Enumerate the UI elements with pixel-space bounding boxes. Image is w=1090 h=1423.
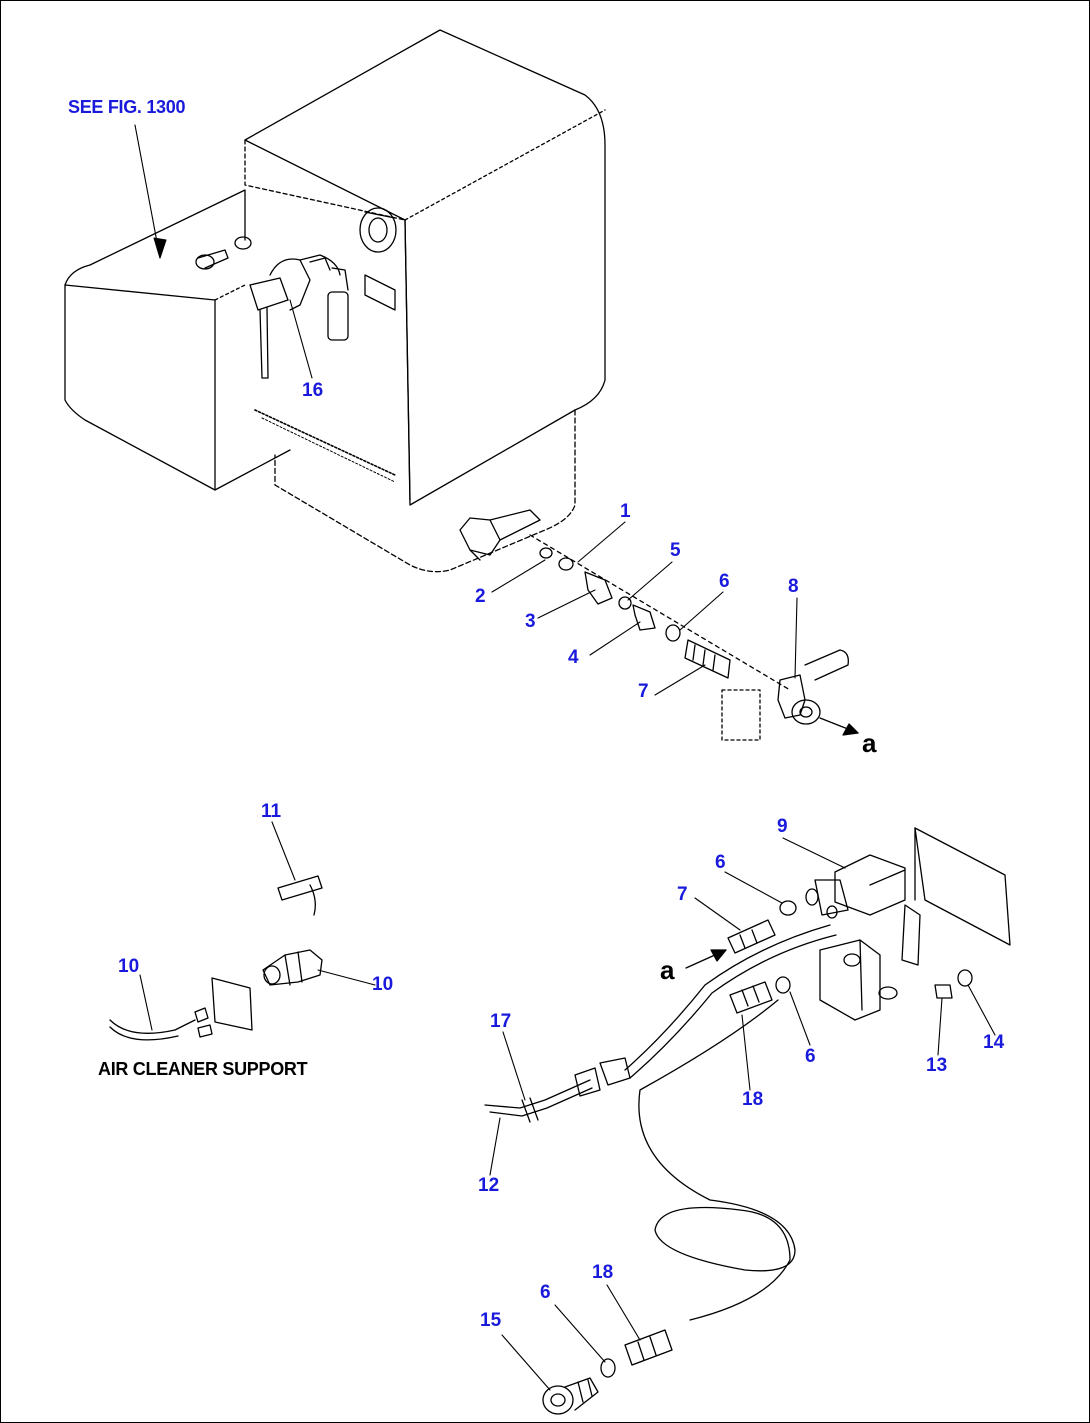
callout-3[interactable]: 3	[525, 611, 536, 632]
callout-6-mid-upper[interactable]: 6	[715, 852, 726, 873]
callout-5[interactable]: 5	[670, 540, 681, 561]
see-figure-reference[interactable]: SEE FIG. 1300	[68, 97, 186, 117]
callout-10-right[interactable]: 10	[372, 974, 394, 995]
air-cleaner-support	[109, 875, 323, 1041]
callout-7-lower[interactable]: 7	[677, 884, 688, 905]
callout-9[interactable]: 9	[777, 816, 788, 837]
callout-2[interactable]: 2	[475, 586, 486, 607]
callout-18-bottom[interactable]: 18	[592, 1262, 614, 1283]
callout-16[interactable]: 16	[302, 380, 324, 401]
connection-mark-a-upper: a	[862, 728, 877, 758]
callout-11[interactable]: 11	[261, 801, 282, 822]
callout-4[interactable]: 4	[568, 647, 579, 668]
callout-14[interactable]: 14	[983, 1032, 1005, 1053]
callout-17[interactable]: 17	[490, 1011, 512, 1032]
callout-6-bottom[interactable]: 6	[540, 1282, 551, 1303]
callout-6-mid-lower[interactable]: 6	[805, 1046, 816, 1067]
callout-1[interactable]: 1	[620, 501, 631, 522]
valve-assembly	[484, 827, 1011, 1415]
callout-15[interactable]: 15	[480, 1310, 502, 1331]
callout-18-mid[interactable]: 18	[742, 1089, 764, 1110]
tank-assembly	[64, 29, 606, 573]
air-cleaner-support-caption: AIR CLEANER SUPPORT	[98, 1059, 308, 1079]
callout-6-upper[interactable]: 6	[719, 571, 730, 592]
connection-mark-a-lower: a	[660, 955, 675, 985]
callout-13[interactable]: 13	[926, 1055, 948, 1076]
callout-12[interactable]: 12	[478, 1175, 500, 1196]
callout-10-left[interactable]: 10	[118, 956, 140, 977]
leader-lines	[134, 124, 996, 1391]
callout-7-upper[interactable]: 7	[638, 681, 649, 702]
upper-fitting-chain	[529, 534, 859, 741]
callout-8[interactable]: 8	[788, 576, 799, 597]
